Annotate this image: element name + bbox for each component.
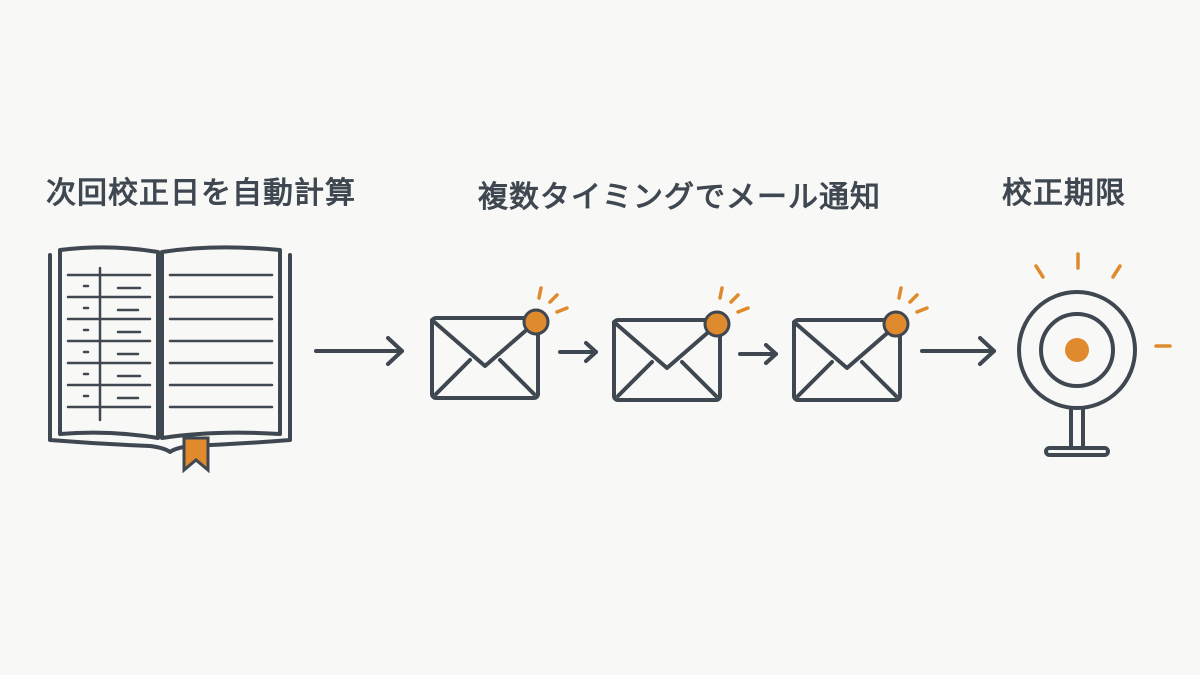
target-rays [1034, 252, 1172, 348]
notification-dot [882, 310, 910, 338]
step-label-notify: 複数タイミングでメール通知 [478, 180, 881, 215]
step-label-calculate: 次回校正日を自動計算 [46, 176, 356, 211]
open-book-icon [48, 245, 292, 454]
notification-rays [897, 286, 929, 314]
bookmark-icon [182, 436, 210, 474]
email-notification-icon [612, 318, 722, 402]
arrow-4 [920, 336, 996, 366]
notification-rays [718, 286, 750, 314]
step-label-deadline: 校正期限 [1002, 176, 1126, 211]
notification-dot [522, 308, 550, 336]
arrow-2 [558, 341, 598, 363]
notification-rays [537, 286, 569, 314]
notification-dot [703, 310, 731, 338]
target-bullseye [1065, 338, 1089, 362]
arrow-1 [314, 336, 404, 366]
target-icon [1017, 290, 1137, 457]
email-notification-icon [430, 316, 540, 400]
email-notification-icon [792, 318, 902, 402]
arrow-3 [738, 343, 778, 365]
